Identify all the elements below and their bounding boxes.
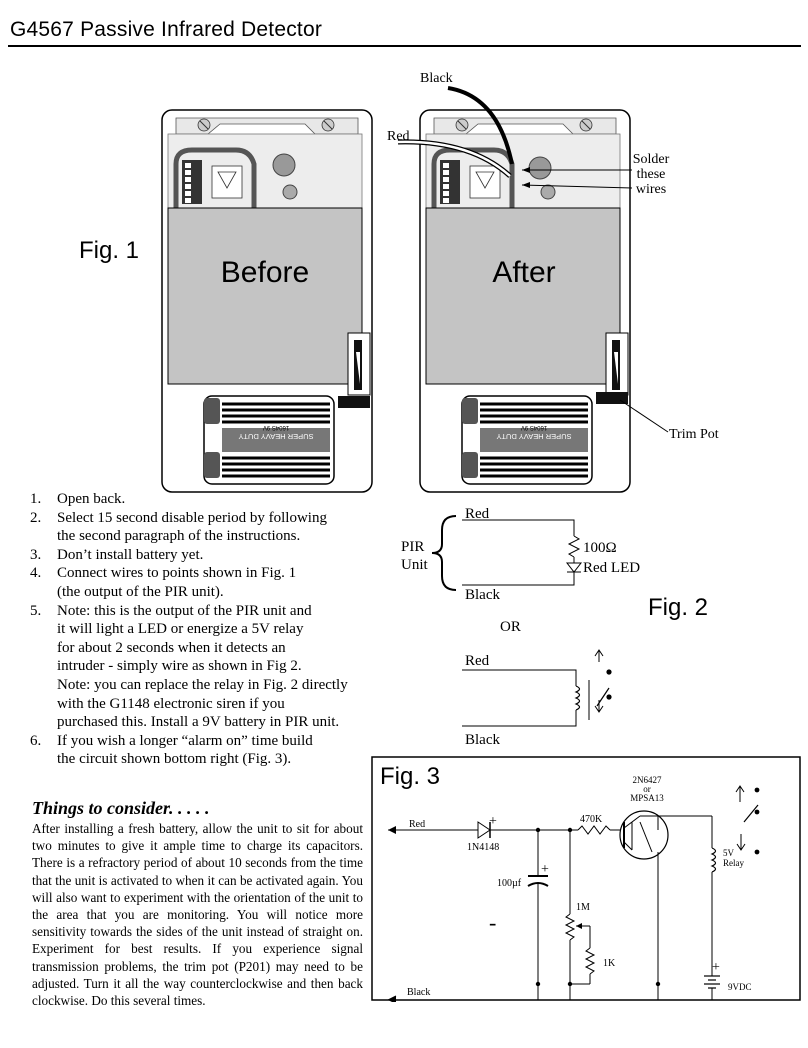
- svg-text:1604S 9V: 1604S 9V: [263, 424, 289, 430]
- fig3-1m: 1M: [576, 902, 590, 913]
- wire-black-label: Black: [420, 71, 453, 86]
- after-unit: SUPER HEAVY DUTY 1604S 9V After: [419, 109, 631, 493]
- step-item: 5. Note: this is the output of the PIR un…: [30, 602, 370, 732]
- red-wire: [397, 140, 511, 177]
- fig2-red2: Red: [465, 653, 490, 669]
- step-line: Select 15 second disable period by follo…: [57, 509, 327, 526]
- fig3-minus: -: [489, 910, 496, 935]
- fig3-frame: [371, 756, 801, 1001]
- relay-coil-icon: [710, 847, 717, 873]
- page-title: G4567 Passive Infrared Detector: [10, 18, 323, 41]
- consider-body: After installing a fresh battery, allow …: [32, 821, 363, 1009]
- fig3-black: Black: [407, 987, 430, 998]
- fig3-battery: 9VDC: [728, 982, 752, 992]
- step-line: with the G1148 electronic siren if you: [57, 695, 285, 712]
- fig2-resistor: 100Ω: [583, 540, 617, 556]
- fig3-cap: 100µf: [497, 878, 522, 889]
- after-label: After: [492, 256, 555, 289]
- transistor-icon: [619, 810, 669, 860]
- step-line: Open back.: [57, 491, 126, 507]
- fig3-diode: 1N4148: [467, 842, 499, 853]
- before-label: Before: [221, 256, 309, 289]
- resistor-470k: [577, 825, 611, 835]
- svg-text:or: or: [643, 784, 651, 794]
- fig2-pir: PIR: [401, 539, 424, 555]
- solder-line-3: wires: [636, 182, 666, 197]
- step-line: the second paragraph of the instructions…: [57, 528, 301, 545]
- resistor-100: [567, 535, 581, 558]
- fig3-red: Red: [409, 819, 425, 830]
- step-line: If you wish a longer “alarm on” time bui…: [57, 732, 313, 749]
- title-rule: [8, 45, 801, 47]
- step-item: 1. Open back.: [30, 490, 370, 509]
- fig3-label: Fig. 3: [380, 763, 440, 790]
- step-line: for about 2 seconds when it detects an: [57, 639, 286, 656]
- svg-text:1604S 9V: 1604S 9V: [521, 424, 547, 430]
- battery-label: SUPER HEAVY DUTY: [238, 432, 313, 441]
- fig2-unit: Unit: [401, 557, 429, 573]
- solder-line-2: these: [637, 167, 666, 182]
- trim-pot: [596, 392, 628, 404]
- step-number: 1.: [30, 491, 42, 507]
- wire-red-label: Red: [387, 129, 410, 144]
- black-wire: [447, 86, 514, 165]
- resistor-1m: [564, 913, 576, 941]
- fig2-black: Black: [465, 587, 500, 603]
- step-item: 3. Don’t install battery yet.: [30, 546, 370, 565]
- fig3-1k: 1K: [603, 958, 616, 969]
- svg-text:+: +: [712, 960, 720, 975]
- step-line: (the output of the PIR unit).: [57, 583, 224, 600]
- svg-text:2N6427: 2N6427: [633, 775, 662, 785]
- trim-pot: [338, 396, 370, 408]
- step-line: the circuit shown bottom right (Fig. 3).: [57, 751, 292, 768]
- resistor-1k: [584, 947, 596, 975]
- step-line: Note: this is the output of the PIR unit…: [57, 602, 312, 619]
- fig2-led: Red LED: [583, 560, 640, 576]
- step-number: 6.: [30, 732, 42, 749]
- step-number: 4.: [30, 565, 42, 582]
- fig3-diagram: Fig. 3 Red Black 1N4148 + + + 100µf - 47…: [371, 756, 801, 1002]
- svg-text:MPSA13: MPSA13: [630, 793, 664, 803]
- step-line: intruder - simply wire as shown in Fig 2…: [57, 658, 302, 675]
- solder-line-1: Solder: [633, 152, 670, 167]
- step-number: 3.: [30, 546, 42, 563]
- step-number: 2.: [30, 509, 42, 526]
- fig2-red: Red: [465, 506, 490, 522]
- svg-text:+: +: [489, 814, 497, 829]
- step-line: Don’t install battery yet.: [57, 546, 204, 563]
- trim-pot-label: Trim Pot: [669, 427, 719, 442]
- step-item: 6. If you wish a longer “alarm on” time b…: [30, 732, 370, 769]
- svg-text:5V: 5V: [723, 848, 735, 858]
- instruction-steps: 1. Open back. 2. Select 15 second disable p…: [30, 490, 370, 769]
- step-number: 5.: [30, 602, 42, 619]
- fig1-label: Fig. 1: [79, 237, 140, 264]
- diode-icon: [477, 821, 491, 839]
- pir-brace: [431, 515, 457, 591]
- svg-text:SUPER HEAVY DUTY: SUPER HEAVY DUTY: [496, 432, 571, 441]
- step-line: it will light a LED or energize a 5V rel…: [57, 621, 304, 638]
- step-line: purchased this. Install a 9V battery in …: [57, 714, 340, 731]
- step-item: 2. Select 15 second disable period by fol…: [30, 509, 370, 546]
- before-unit: SUPER HEAVY DUTY 1604S 9V Before: [161, 109, 373, 493]
- fig2-diagram: Red Black PIR Unit 100Ω Red LED OR Red B…: [401, 506, 640, 748]
- fig2-or: OR: [500, 619, 521, 635]
- fig2-black2: Black: [465, 732, 500, 748]
- step-item: 4. Connect wires to points shown in Fig. …: [30, 564, 370, 601]
- fig1-diagram: SUPER HEAVY DUTY 1604S 9V Before SUPER: [161, 71, 719, 493]
- step-line: Note: you can replace the relay in Fig. …: [57, 676, 348, 693]
- step-line: Connect wires to points shown in Fig. 1: [57, 565, 297, 582]
- fig2-label: Fig. 2: [648, 594, 709, 621]
- relay-coil-icon: [574, 685, 581, 711]
- fig3-470k: 470K: [580, 814, 603, 825]
- svg-text:+: +: [541, 862, 549, 877]
- led-icon: [565, 562, 583, 573]
- consider-heading: Things to consider. . . . .: [32, 798, 210, 818]
- svg-text:Relay: Relay: [723, 858, 744, 868]
